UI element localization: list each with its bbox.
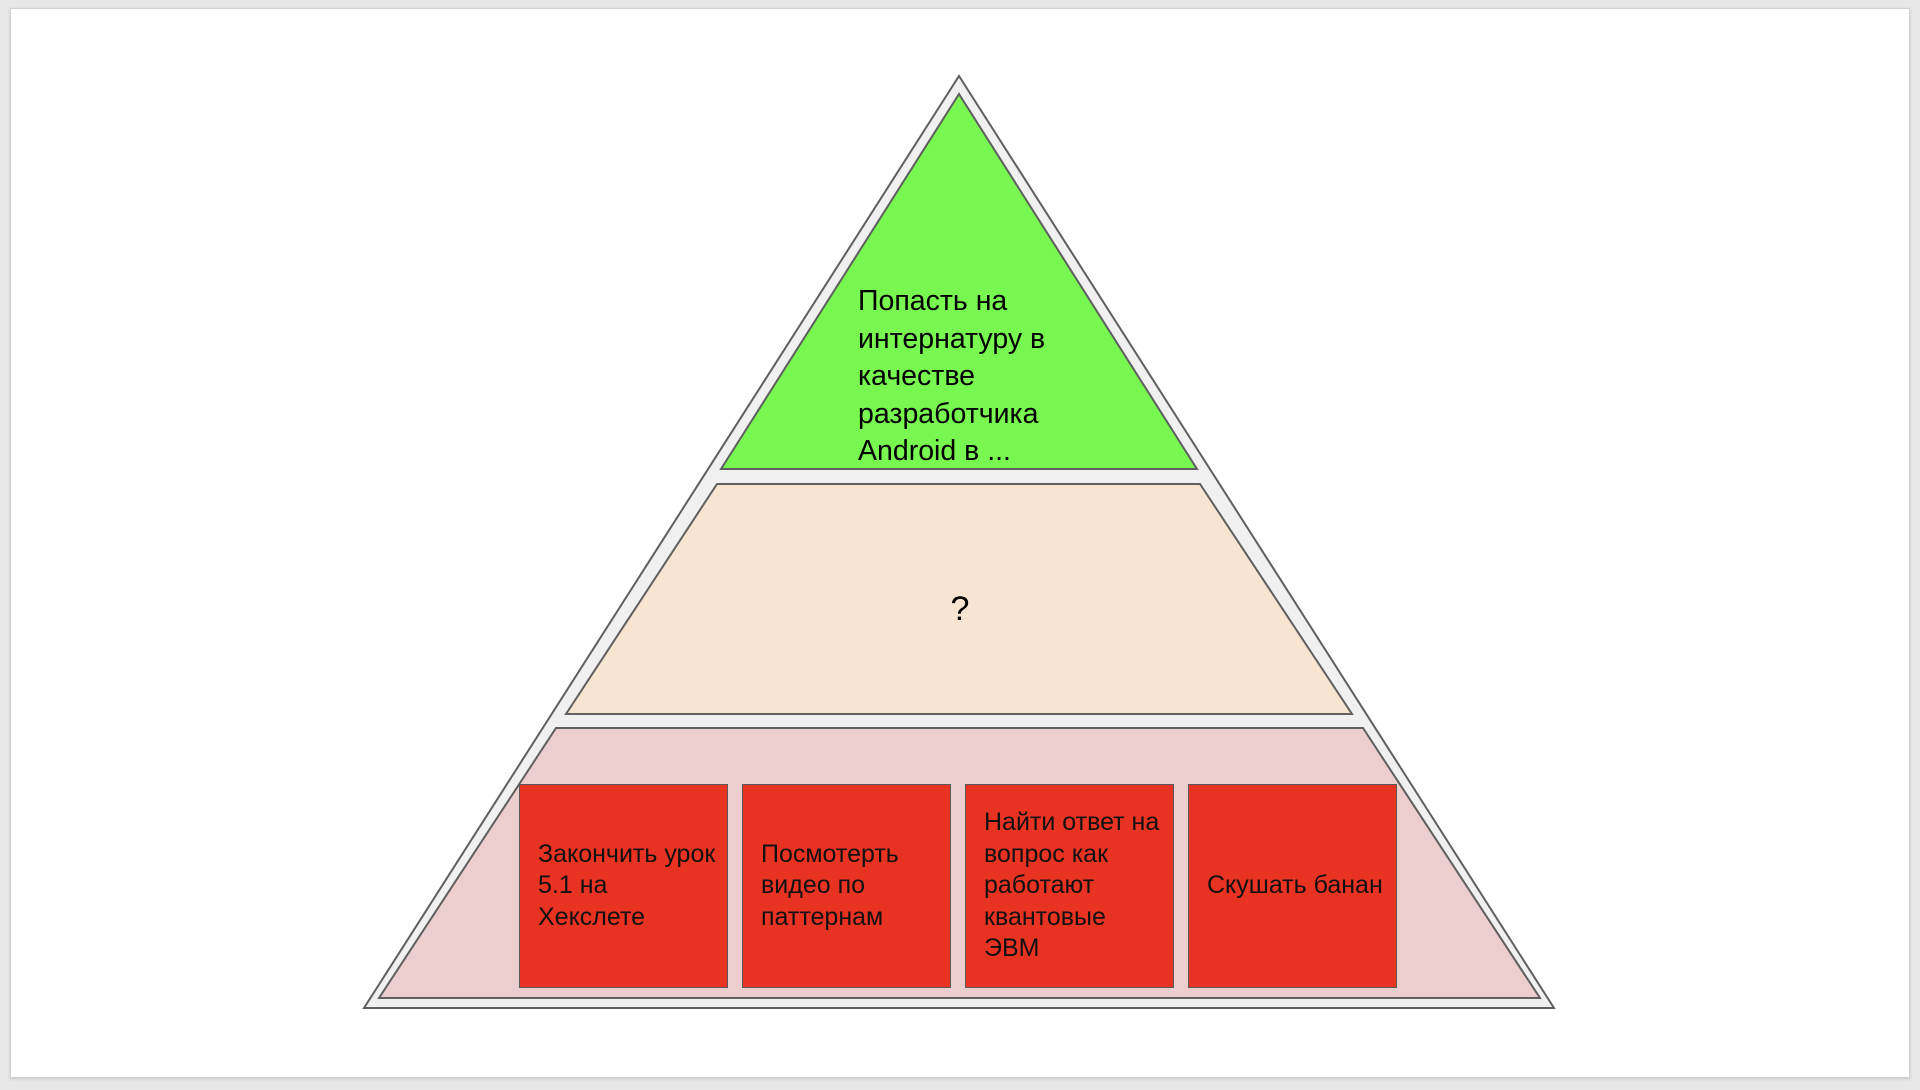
pyramid-middle-tier xyxy=(564,483,1354,715)
task-box-1: Закончить урок 5.1 на Хекслете xyxy=(519,784,728,988)
task-box-4-label: Скушать банан xyxy=(1207,871,1383,900)
pyramid-top-tier xyxy=(719,92,1199,470)
task-box-3: Найти ответ на вопрос как работают квант… xyxy=(965,784,1174,988)
top-tier-label: Попасть на интернатуру в качестве разраб… xyxy=(858,285,1046,467)
task-box-4: Скушать банан xyxy=(1188,784,1397,988)
task-box-3-label: Найти ответ на вопрос как работают квант… xyxy=(984,808,1160,963)
task-box-2: Посмотерть видео по паттернам xyxy=(742,784,951,988)
task-box-1-label: Закончить урок 5.1 на Хекслете xyxy=(538,839,716,931)
middle-tier-label: ? xyxy=(950,590,970,628)
task-box-2-label: Посмотерть видео по паттернам xyxy=(761,839,899,931)
